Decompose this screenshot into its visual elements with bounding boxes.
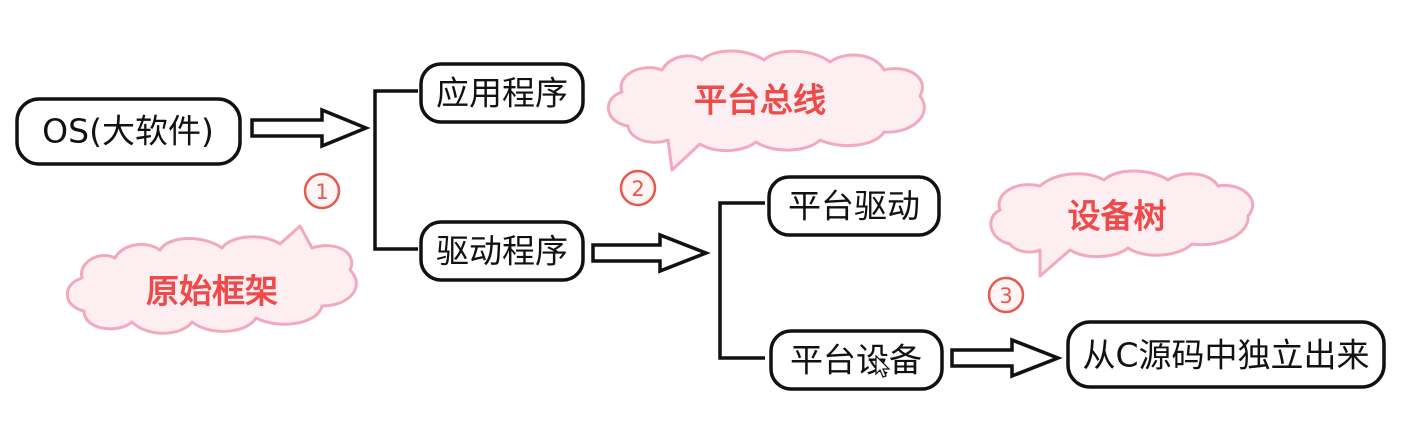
node-platform-device-label: 平台设备 bbox=[790, 341, 922, 380]
node-standalone-label: 从C源码中独立出来 bbox=[1082, 336, 1369, 375]
step-marker-1: 1 bbox=[303, 172, 341, 210]
cloud-original-framework-label: 原始框架 bbox=[146, 272, 278, 311]
node-standalone: 从C源码中独立出来 bbox=[1066, 320, 1386, 389]
arrow-os-to-branch bbox=[250, 107, 371, 149]
step-marker-3: 3 bbox=[987, 276, 1025, 314]
step-marker-3-label: 3 bbox=[999, 284, 1012, 308]
arrow-driver-to-branch bbox=[591, 232, 711, 274]
mouse-pointer-icon bbox=[875, 354, 891, 378]
cloud-platform-bus-label: 平台总线 bbox=[694, 81, 826, 120]
cloud-device-tree: 设备树 bbox=[989, 169, 1255, 278]
node-os: OS(大软件) bbox=[15, 97, 242, 166]
node-platform-driver: 平台驱动 bbox=[767, 175, 941, 237]
node-app-label: 应用程序 bbox=[436, 74, 568, 113]
cloud-platform-bus: 平台总线 bbox=[606, 49, 926, 172]
node-driver: 驱动程序 bbox=[419, 220, 585, 282]
node-driver-label: 驱动程序 bbox=[436, 232, 568, 271]
step-marker-2: 2 bbox=[619, 169, 657, 207]
node-os-label: OS(大软件) bbox=[42, 112, 214, 151]
node-platform-driver-label: 平台驱动 bbox=[788, 187, 920, 226]
node-platform-device: 平台设备 bbox=[769, 329, 944, 391]
cloud-original-framework: 原始框架 bbox=[65, 224, 358, 335]
node-app: 应用程序 bbox=[419, 62, 585, 124]
step-marker-1-label: 1 bbox=[315, 180, 328, 204]
bracket-driver-split bbox=[718, 201, 765, 360]
bracket-os-split bbox=[373, 89, 418, 251]
arrow-device-to-standalone bbox=[950, 337, 1063, 379]
cloud-device-tree-label: 设备树 bbox=[1068, 197, 1167, 236]
step-marker-2-label: 2 bbox=[631, 177, 644, 201]
